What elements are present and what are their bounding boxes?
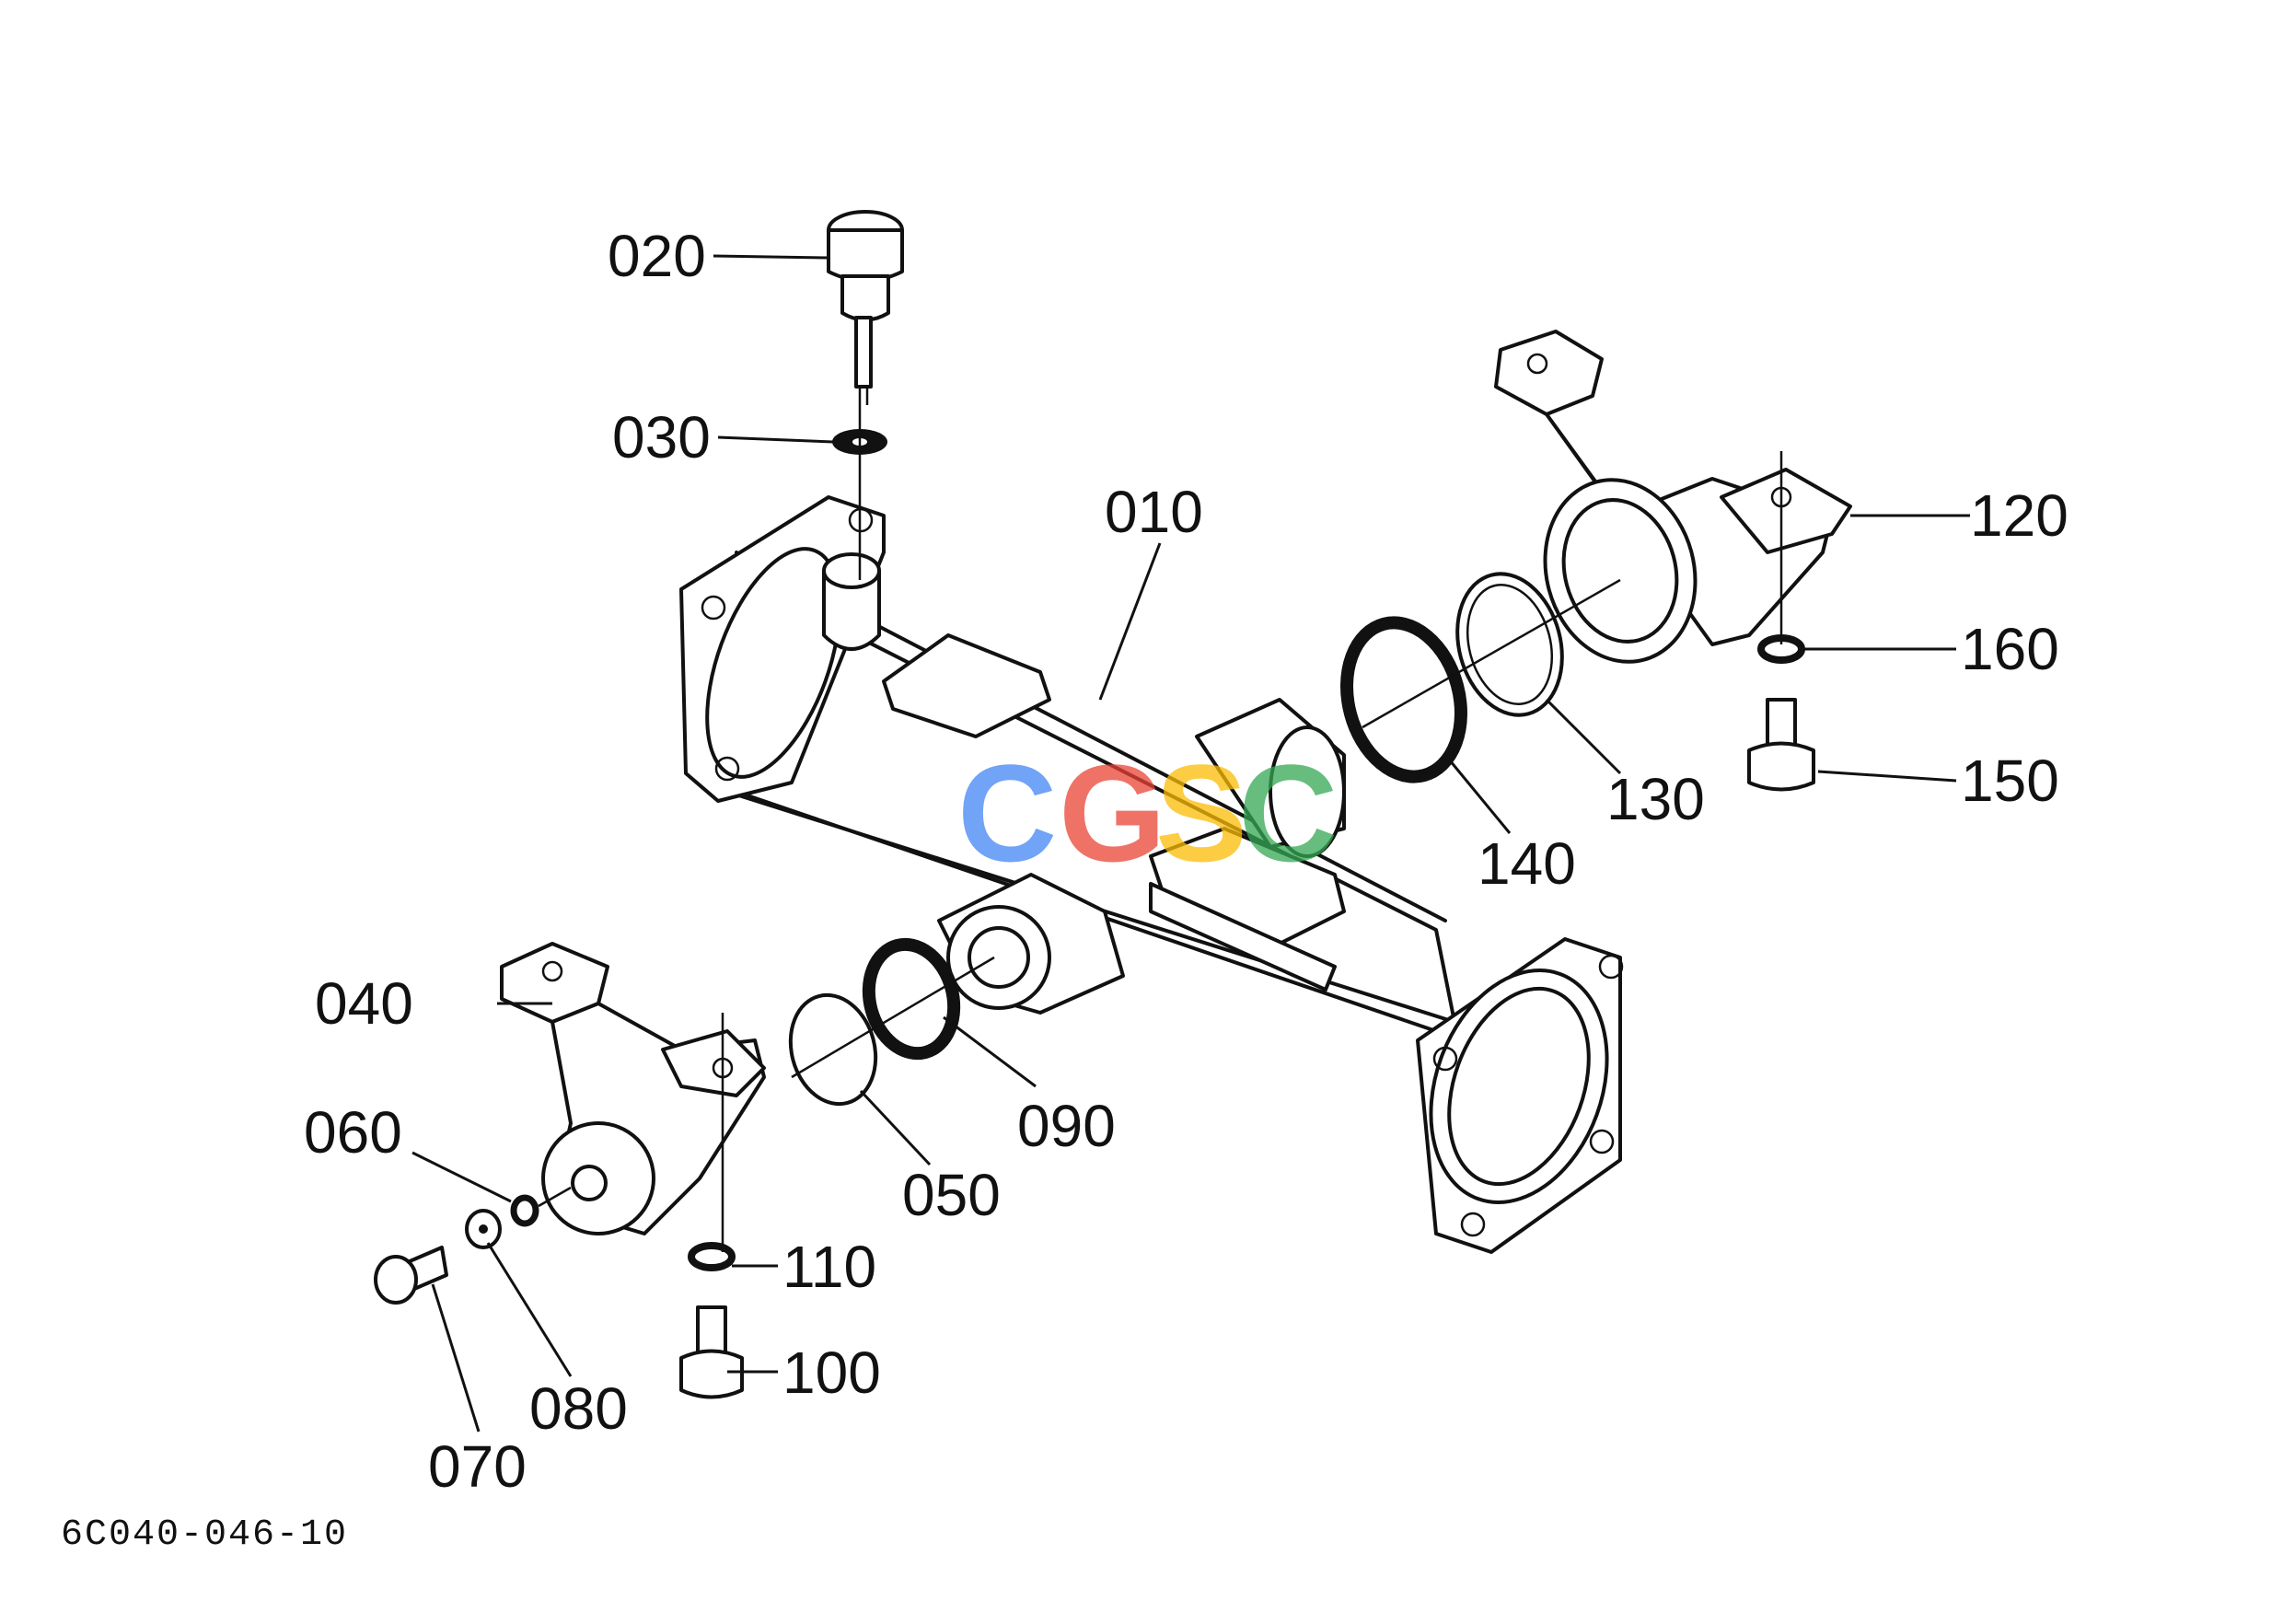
label-040: 040 (315, 970, 413, 1037)
cap-050 (788, 992, 878, 1107)
lock-washer-110 (688, 1242, 736, 1271)
label-150: 150 (1961, 748, 2059, 814)
seal-ring-130-inner (1466, 583, 1554, 706)
drawing-code: 6C040-046-10 (61, 1514, 349, 1556)
label-110: 110 (782, 1234, 876, 1300)
watermark-letter-1: C (957, 736, 1057, 890)
watermark: C G S C (957, 736, 1338, 890)
label-120: 120 (1970, 482, 2069, 549)
washer-060 (510, 1194, 539, 1227)
bolt-150 (1747, 698, 1815, 792)
label-160: 160 (1961, 616, 2059, 682)
label-080: 080 (529, 1375, 628, 1442)
lock-washer-160 (1757, 634, 1805, 664)
label-060: 060 (304, 1099, 402, 1166)
washer-030 (832, 405, 887, 580)
bolt-070 (374, 1246, 448, 1305)
label-030: 030 (612, 404, 711, 470)
axle-housing-010 (679, 495, 1624, 1254)
bolt-100 (679, 1305, 744, 1399)
watermark-letter-2: G (1059, 736, 1166, 890)
label-140: 140 (1478, 830, 1576, 897)
label-070: 070 (428, 1433, 527, 1500)
seal-ring-130 (1455, 572, 1564, 717)
leader-lines (411, 254, 1970, 1433)
o-ring-140 (1340, 616, 1467, 783)
bracket-120 (1494, 330, 1852, 664)
watermark-letter-4: C (1238, 736, 1338, 890)
label-050: 050 (902, 1162, 1001, 1228)
label-020: 020 (608, 223, 706, 289)
dipstick-plug-020 (827, 210, 904, 405)
watermark-letter-3: S (1155, 736, 1247, 890)
nut-080 (465, 1209, 502, 1249)
label-090: 090 (1017, 1093, 1116, 1159)
label-130: 130 (1606, 766, 1705, 832)
o-ring-090 (862, 937, 961, 1061)
label-010: 010 (1105, 479, 1203, 545)
label-100: 100 (782, 1340, 881, 1406)
